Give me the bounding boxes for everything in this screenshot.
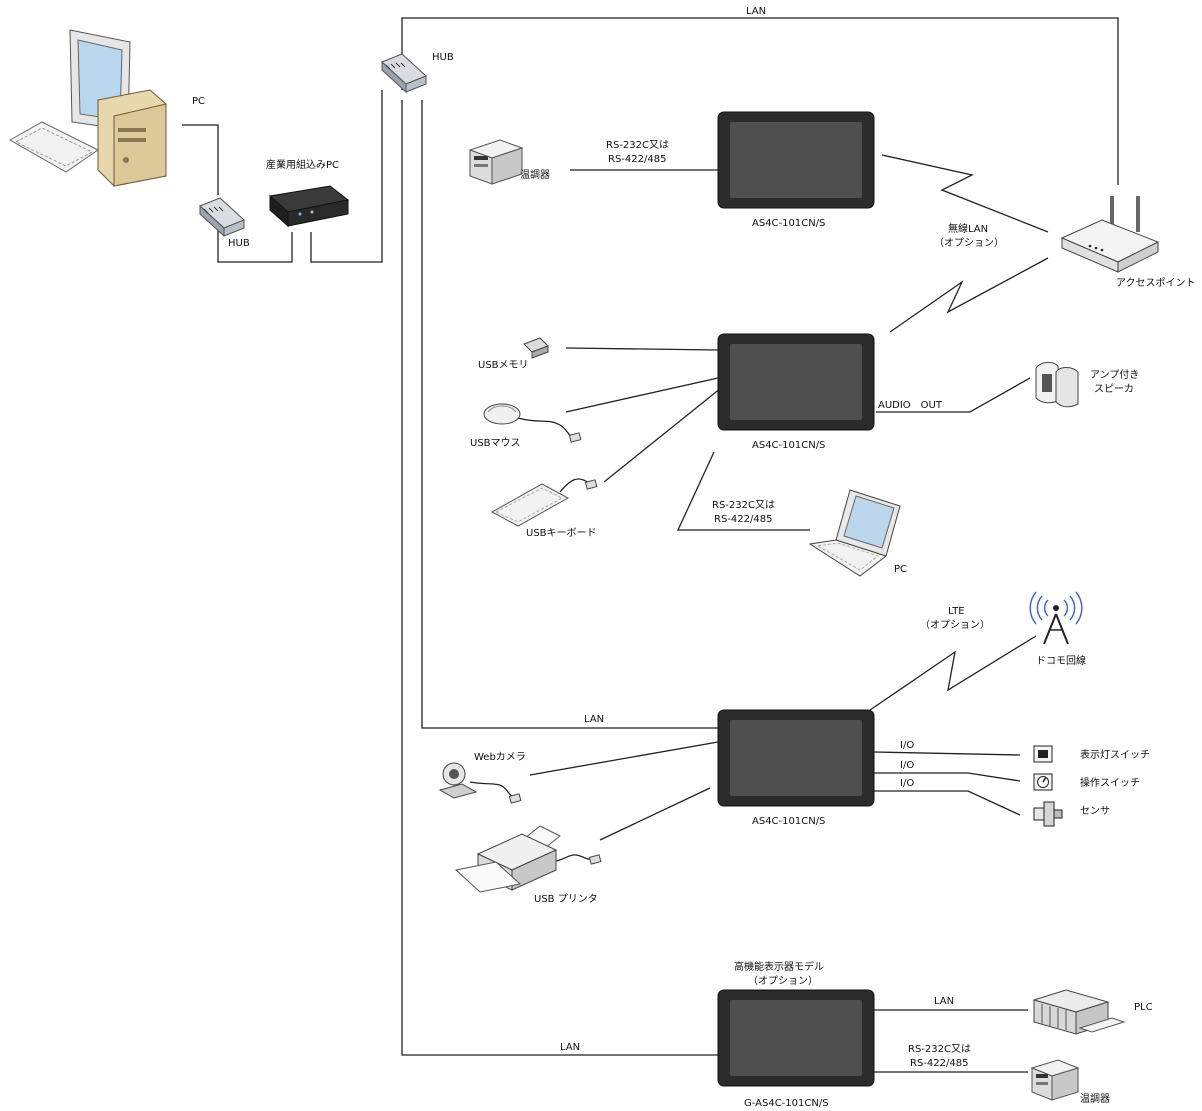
display-panel-3: [717, 709, 875, 807]
hub-to-industrial-pc-line: [217, 230, 293, 263]
hub-left-label: HUB: [228, 238, 250, 249]
printer-line: [599, 787, 711, 841]
io-1-label: I/O: [900, 740, 914, 751]
io-2-label: I/O: [900, 760, 914, 771]
audio-out-label: AUDIO OUT: [878, 400, 943, 411]
lte-option-label: （オプション）: [920, 619, 990, 631]
lan-plc-label: LAN: [934, 996, 954, 1007]
plc-icon: [1032, 989, 1126, 1035]
industrial-pc-icon: [268, 185, 350, 228]
panel-4-label: G-AS4C-101CN/S: [744, 1098, 829, 1109]
wireless-zigzag-1: [881, 154, 1049, 233]
speaker-label-2: スピーカ: [1094, 383, 1134, 395]
rs-link-1b-label: RS-422/485: [608, 154, 666, 165]
usb-mouse-icon: [483, 403, 582, 443]
sensor-icon: [1033, 801, 1063, 827]
rs-link-1-label: RS-232C又は: [606, 139, 669, 151]
connection-lines: [182, 17, 1119, 1073]
temp-ctrl-1-label: 温調器: [520, 168, 550, 181]
display-panel-2: [717, 333, 875, 431]
usb-printer-label: USB プリンタ: [534, 893, 598, 905]
diagram-labels: LAN HUB PC HUB 産業用組込みPC 温調器 RS-232C又は RS…: [192, 6, 1196, 1109]
lte-label: LTE: [948, 606, 965, 617]
io-line-1: [873, 751, 1021, 756]
speaker-label-1: アンプ付き: [1090, 368, 1139, 381]
pc-laptop-label: PC: [894, 564, 907, 575]
pc-to-hub-line: [182, 124, 219, 195]
industrial-pc-label: 産業用組込みPC: [266, 158, 339, 171]
io-line-2: [874, 772, 1021, 782]
op-switch-label: 操作スイッチ: [1080, 776, 1140, 789]
usb-mouse-line: [565, 377, 719, 413]
access-point-icon: [1060, 196, 1160, 273]
hub-left-icon: [199, 197, 245, 238]
rs-link-3-label: RS-232C又は: [908, 1043, 971, 1055]
webcam-label: Webカメラ: [474, 751, 526, 763]
display-panel-4: [717, 989, 875, 1087]
temp-ctrl-2-label: 温調器: [1080, 1092, 1110, 1105]
hifunc-label-2: （オプション）: [748, 975, 818, 987]
hub-to-panel4-line: [401, 100, 718, 1056]
usb-memory-label: USBメモリ: [478, 360, 529, 371]
io-line-3: [874, 790, 1021, 816]
usb-memory-line: [565, 347, 719, 351]
laptop-line: [676, 451, 810, 531]
hifunc-label-1: 高機能表示器モデル: [734, 960, 824, 973]
mouse-cable: [517, 417, 575, 439]
sensor-label: センサ: [1080, 805, 1110, 817]
panel-1-label: AS4C-101CN/S: [752, 218, 825, 229]
access-point-label: アクセスポイント: [1116, 277, 1196, 289]
usb-keyboard-line: [603, 383, 727, 483]
printer-cable: [551, 854, 595, 863]
speaker-icon: [1035, 361, 1079, 408]
hub-top-label: HUB: [432, 52, 454, 63]
rs-link-2b-label: RS-422/485: [714, 514, 772, 525]
industrial-pc-to-hub-line: [310, 90, 383, 263]
temperature-controller-1-icon: [468, 139, 524, 185]
operation-switch-icon: [1033, 773, 1053, 791]
panel-2-label: AS4C-101CN/S: [752, 440, 825, 451]
audio-out-line: [876, 377, 1031, 413]
lan-top-label: LAN: [746, 6, 766, 17]
usb-printer-icon: [454, 825, 602, 893]
lan-bottom-label: LAN: [560, 1042, 580, 1053]
webcam-line: [529, 741, 719, 776]
pc-main-label: PC: [192, 96, 205, 107]
usb-memory-icon: [523, 337, 549, 359]
display-panel-1: [717, 111, 875, 209]
wireless-lan-label: 無線LAN: [948, 222, 988, 235]
lan-mid-label: LAN: [584, 714, 604, 725]
temperature-controller-2-icon: [1030, 1059, 1080, 1101]
lte-zigzag: [869, 635, 1037, 711]
io-3-label: I/O: [900, 778, 914, 789]
usb-keyboard-icon: [490, 479, 598, 527]
wireless-lan-option-label: （オプション）: [934, 237, 1004, 249]
wireless-zigzag-2: [889, 257, 1049, 333]
hub-top-icon: [381, 53, 427, 94]
hub-to-panel3-line: [421, 100, 718, 729]
rs-link-2-label: RS-232C又は: [712, 499, 775, 511]
usb-keyboard-label: USBキーボード: [526, 527, 597, 539]
plc-label: PLC: [1134, 1002, 1153, 1013]
laptop-pc-icon: [808, 489, 901, 577]
keyboard-cable: [559, 478, 591, 493]
lte-tower-icon: [1029, 591, 1083, 645]
docomo-label: ドコモ回線: [1036, 654, 1086, 667]
panel-3-label: AS4C-101CN/S: [752, 816, 825, 827]
lamp-switch-label: 表示灯スイッチ: [1080, 748, 1150, 761]
lamp-switch-icon: [1033, 745, 1053, 763]
webcam-icon: [438, 762, 522, 804]
usb-mouse-label: USBマウス: [470, 437, 521, 449]
rs-link-3b-label: RS-422/485: [910, 1058, 968, 1069]
desktop-pc-icon: [8, 29, 167, 187]
